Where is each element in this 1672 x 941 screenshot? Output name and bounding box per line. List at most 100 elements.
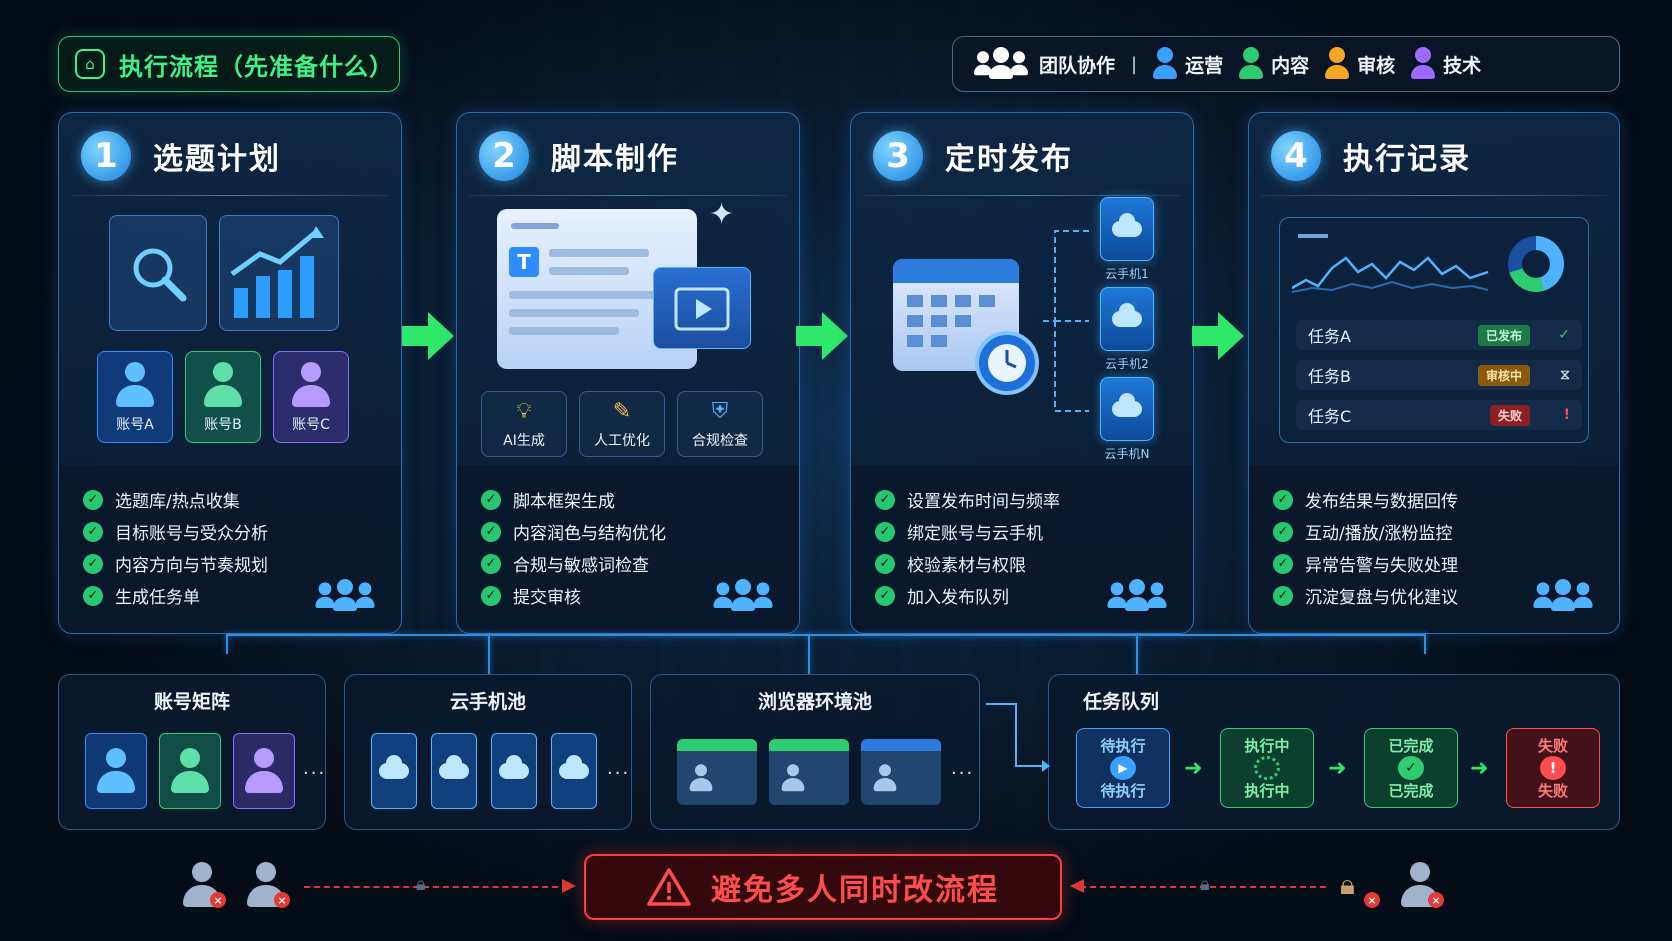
user-icon (781, 764, 805, 792)
account-tile[interactable] (85, 733, 147, 809)
lock-icon: 🔒︎ (1200, 874, 1210, 895)
checklist-item: ✓生成任务单 (83, 583, 200, 608)
step-number: 4 (1271, 131, 1321, 181)
cloud-icon (379, 755, 409, 779)
user-icon (1325, 47, 1350, 81)
cloud-phone-1[interactable]: 云手机1 (1087, 197, 1167, 282)
blocked-user-icon: × (244, 862, 290, 908)
checklist-item: ✓设置发布时间与频率 (875, 487, 1060, 512)
tool-ai-generate[interactable]: 💡︎AI生成 (481, 391, 567, 457)
cloud-icon (1100, 197, 1154, 261)
check-icon: ✓ (83, 521, 103, 542)
queue-state-running[interactable]: 执行中 执行中 (1220, 728, 1314, 808)
phone-tile[interactable] (491, 733, 537, 809)
phone-tile[interactable] (551, 733, 597, 809)
cloud-icon (559, 755, 589, 779)
pool-browsers: 浏览器环境池 ··· (650, 674, 980, 830)
queue-input-arrow (986, 703, 1050, 772)
search-icon (109, 215, 207, 331)
team-icon (1105, 579, 1169, 613)
account-card-a[interactable]: 账号A (97, 351, 173, 443)
account-card-c[interactable]: 账号C (273, 351, 349, 443)
check-icon: ✓ (875, 489, 895, 510)
browser-tile[interactable] (769, 739, 849, 805)
magic-wand-icon: ✦ (709, 197, 735, 232)
arrow-right-icon: ➜ (1328, 756, 1347, 781)
cloud-phone-2[interactable]: 云手机2 (1087, 287, 1167, 372)
shield-icon: ⛨ (711, 398, 729, 424)
connector-line (226, 634, 228, 654)
checklist-item: ✓加入发布队列 (875, 583, 1009, 608)
task-row-b[interactable]: 任务B 审核中 ⧖ (1296, 360, 1582, 390)
user-icon (689, 764, 713, 792)
checklist-item: ✓沉淀复盘与优化建议 (1273, 583, 1458, 608)
lock-icon: 🔒︎ (416, 874, 426, 895)
check-icon: ✓ (875, 521, 895, 542)
cloud-icon (499, 755, 529, 779)
task-row-a[interactable]: 任务A 已发布 ✓ (1296, 320, 1582, 350)
user-icon (96, 748, 136, 794)
pool-accounts: 账号矩阵 ··· (58, 674, 326, 830)
dispatch-lines (1043, 230, 1089, 412)
alert-icon: ! (1563, 407, 1570, 423)
checklist-item: ✓提交审核 (481, 583, 581, 608)
role-label: 运营 (1185, 54, 1224, 77)
text-type-icon: T (509, 247, 539, 277)
connector-line (226, 634, 1426, 636)
user-icon (1153, 47, 1178, 81)
connector-line (808, 634, 810, 674)
pool-title: 浏览器环境池 (757, 691, 872, 713)
role-label: 技术 (1443, 54, 1482, 77)
account-label: 账号A (116, 417, 154, 433)
flow-arrow-icon (1192, 312, 1244, 360)
pool-title: 账号矩阵 (153, 691, 230, 713)
team-icon (971, 47, 1031, 81)
warning-banner: 避免多人同时改流程 (584, 854, 1062, 920)
divider (469, 195, 787, 196)
checklist-item: ✓校验素材与权限 (875, 551, 1026, 576)
user-icon (1239, 47, 1264, 81)
user-icon (1411, 47, 1436, 81)
user-icon (291, 362, 331, 408)
account-label: 账号C (292, 417, 330, 433)
cloud-phone-n[interactable]: 云手机N (1087, 377, 1167, 462)
checklist-item: ✓发布结果与数据回传 (1273, 487, 1458, 512)
checklist-item: ✓目标账号与受众分析 (83, 519, 268, 544)
check-icon: ✓ (1273, 553, 1293, 574)
queue-state-failed[interactable]: 失败 ! 失败 (1506, 728, 1600, 808)
role-tech: 技术 (1411, 47, 1481, 81)
account-card-b[interactable]: 账号B (185, 351, 261, 443)
warning-text: 避免多人同时改流程 (711, 873, 999, 908)
check-icon: ✓ (1398, 756, 1424, 780)
account-tile[interactable] (233, 733, 295, 809)
account-tile[interactable] (159, 733, 221, 809)
account-label: 账号B (204, 417, 242, 433)
more-indicator: ··· (951, 763, 975, 784)
browser-tile[interactable] (677, 739, 757, 805)
checklist-item: ✓内容方向与节奏规划 (83, 551, 268, 576)
queue-state-pending[interactable]: 待执行 ▶ 待执行 (1076, 728, 1170, 808)
step-title: 选题计划 (153, 142, 281, 177)
step-card-1: 1 选题计划 账号A 账号B 账号C ✓选题库/热点收集 ✓目标账号与受众分析 … (58, 112, 402, 634)
check-icon: ✓ (1273, 489, 1293, 510)
step-number: 3 (873, 131, 923, 181)
status-badge: 已发布 (1477, 324, 1530, 346)
checklist-item: ✓内容润色与结构优化 (481, 519, 666, 544)
checklist-item: ✓互动/播放/涨粉监控 (1273, 519, 1452, 544)
browser-tile[interactable] (861, 739, 941, 805)
tool-compliance-check[interactable]: ⛨合规检查 (677, 391, 763, 457)
role-content: 内容 (1239, 47, 1309, 81)
status-badge: 失败 (1489, 404, 1530, 426)
phone-tile[interactable] (371, 733, 417, 809)
team-role: 团队协作 (971, 47, 1115, 81)
check-icon: ✓ (1558, 327, 1570, 343)
phone-tile[interactable] (431, 733, 477, 809)
task-row-c[interactable]: 任务C 失败 ! (1296, 400, 1582, 430)
pool-title: 云手机池 (449, 691, 526, 713)
cloud-icon (439, 755, 469, 779)
tool-manual-edit[interactable]: ✎人工优化 (579, 391, 665, 457)
step-number: 2 (479, 131, 529, 181)
tool-list: 💡︎AI生成 ✎人工优化 ⛨合规检查 (481, 391, 763, 457)
queue-state-done[interactable]: 已完成 ✓ 已完成 (1364, 728, 1458, 808)
spinner-icon (1254, 756, 1280, 780)
